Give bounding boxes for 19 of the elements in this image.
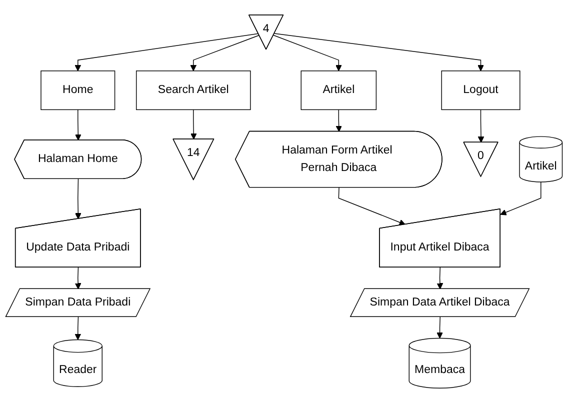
node-box: Logout (441, 70, 520, 110)
arrow (74, 178, 82, 220)
node-box: Artikel (300, 70, 377, 110)
arrow (74, 316, 82, 340)
arrow (190, 34, 260, 72)
arrow (478, 109, 484, 143)
arrow (436, 316, 443, 339)
arrow (338, 187, 406, 226)
arrow (500, 182, 542, 216)
node-box: Home (40, 70, 116, 110)
arrow (274, 33, 484, 72)
node-box: Search Artikel (136, 70, 251, 110)
arrow (74, 33, 259, 72)
arrow (74, 109, 82, 141)
arrow (436, 267, 444, 290)
arrow (190, 109, 197, 140)
arrow (336, 109, 342, 132)
arrow (273, 34, 342, 72)
arrow (74, 267, 82, 290)
